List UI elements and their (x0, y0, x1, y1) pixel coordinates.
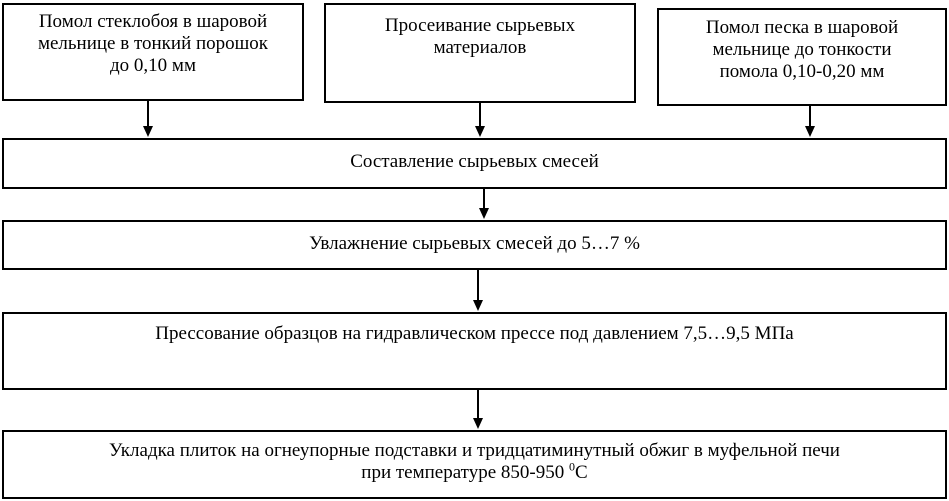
step-sand-grinding-text: Помол песка в шаровой мельнице до тонкос… (705, 17, 899, 82)
degree-superscript: 0 (569, 459, 575, 474)
step-sieving: Просеивание сырьевых материалов (324, 3, 636, 103)
step-laying-firing: Укладка плиток на огнеупорные подставки … (2, 430, 947, 499)
step-laying-unit: С (575, 462, 588, 483)
step-laying-temp-text: при температуре 850-950 (361, 462, 569, 483)
step-glass-grinding: Помол стеклобоя в шаровой мельнице в тон… (2, 3, 304, 101)
arrow-wet-to-press (473, 270, 483, 311)
step-pressing: Прессование образцов на гидравлическом п… (2, 312, 947, 390)
arrow-press-to-lay (473, 390, 483, 429)
step-mixing-text: Составление сырьевых смесей (350, 151, 599, 172)
step-laying-line2: при температуре 850-950 0С (4, 459, 945, 484)
arrow-sieve-to-mix (475, 103, 485, 137)
step-sand-grinding: Помол песка в шаровой мельнице до тонкос… (657, 8, 947, 106)
arrow-sand-to-mix (805, 106, 815, 137)
step-wetting: Увлажнение сырьевых смесей до 5…7 % (2, 220, 947, 270)
arrow-glass-to-mix (143, 101, 153, 137)
step-mixing: Составление сырьевых смесей (2, 138, 947, 189)
step-sieving-text: Просеивание сырьевых материалов (384, 15, 576, 58)
arrow-mix-to-wet (479, 189, 489, 219)
step-glass-grinding-text: Помол стеклобоя в шаровой мельнице в тон… (37, 11, 269, 76)
step-laying-line1: Укладка плиток на огнеупорные подставки … (109, 440, 840, 461)
step-pressing-text: Прессование образцов на гидравлическом п… (155, 323, 794, 344)
step-wetting-text: Увлажнение сырьевых смесей до 5…7 % (309, 233, 640, 254)
